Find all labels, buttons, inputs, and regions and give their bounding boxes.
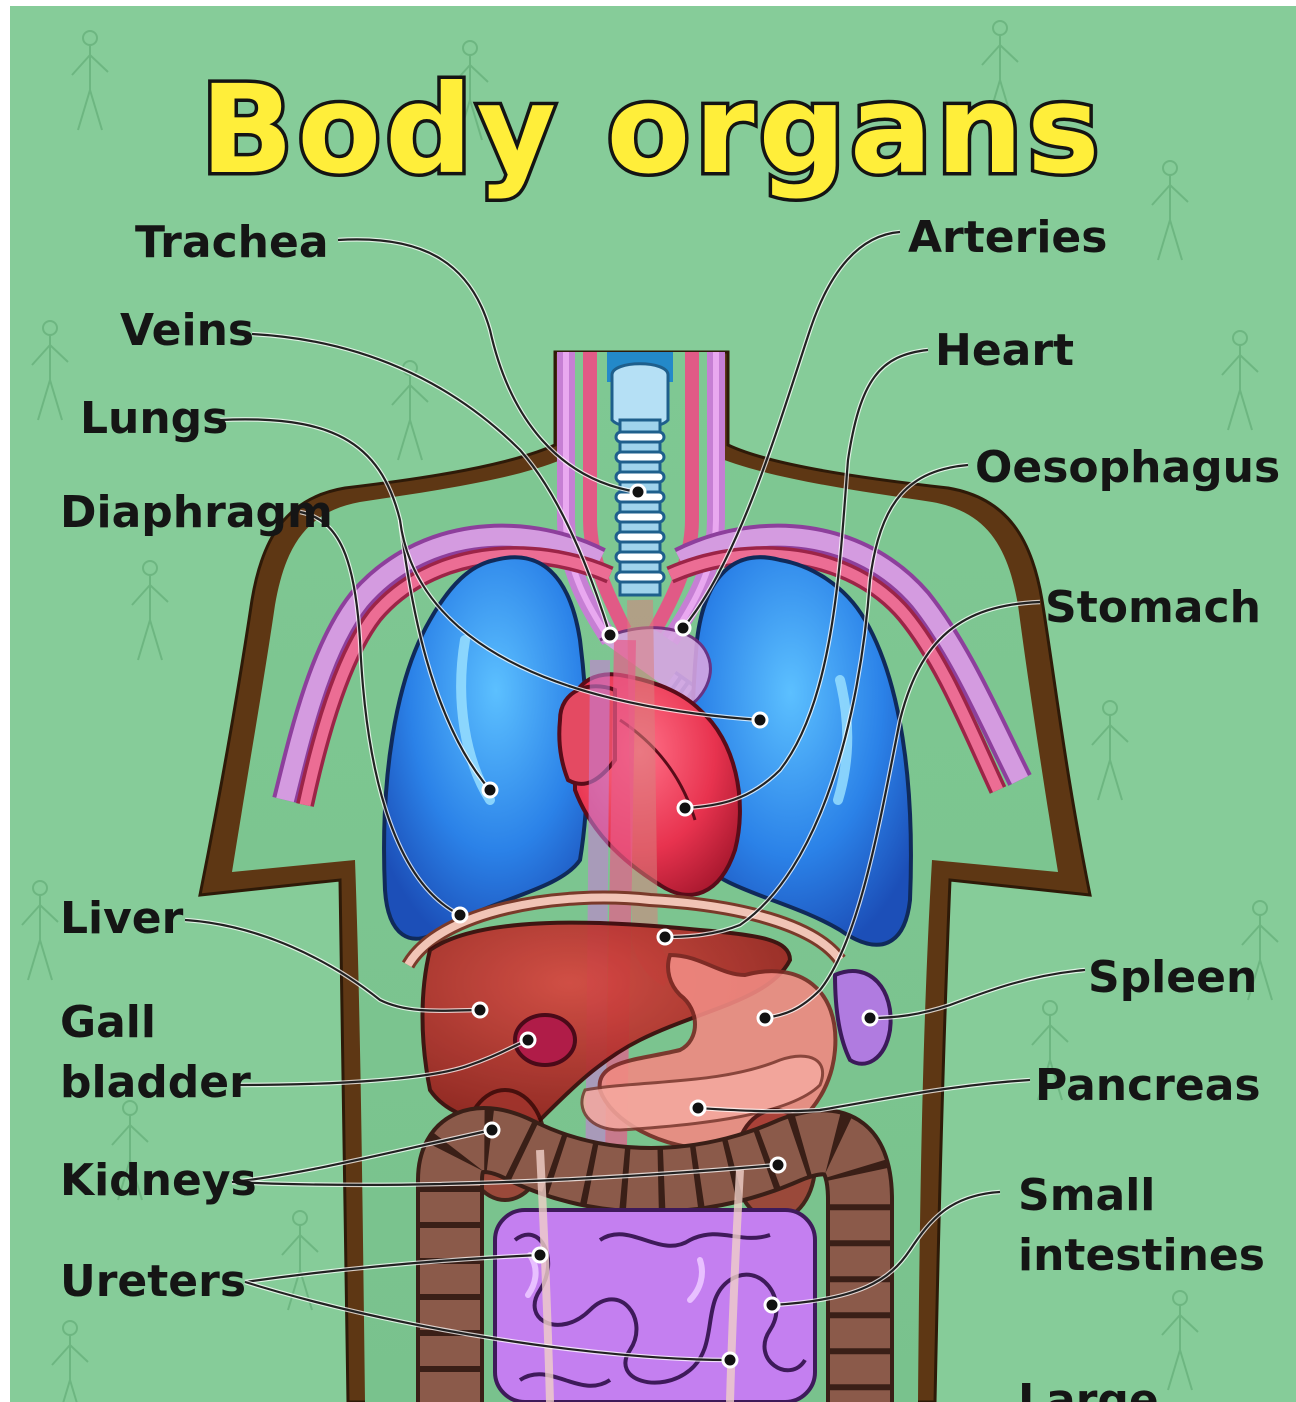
label-small-intestines-line2: intestines (1018, 1230, 1265, 1281)
label-arteries: Arteries (908, 212, 1107, 263)
label-small-intestines-line1: Small (1018, 1170, 1155, 1221)
label-gall-bladder-line1: Gall (60, 997, 156, 1048)
label-oesophagus: Oesophagus (975, 442, 1280, 493)
label-spleen: Spleen (1088, 952, 1257, 1003)
label-stomach: Stomach (1045, 582, 1261, 633)
label-liver: Liver (60, 893, 184, 944)
label-kidneys: Kidneys (60, 1155, 257, 1206)
page-title: Body organs (200, 59, 1103, 201)
label-pancreas: Pancreas (1035, 1060, 1261, 1111)
label-veins: Veins (120, 305, 254, 356)
label-trachea: Trachea (135, 217, 329, 268)
label-large-intestine-partial: Large (1018, 1375, 1159, 1402)
label-lungs: Lungs (80, 393, 228, 444)
label-ureters: Ureters (60, 1256, 246, 1307)
label-heart: Heart (935, 325, 1074, 376)
label-diaphragm: Diaphragm (60, 487, 333, 538)
label-gall-bladder-line2: bladder (60, 1057, 251, 1108)
